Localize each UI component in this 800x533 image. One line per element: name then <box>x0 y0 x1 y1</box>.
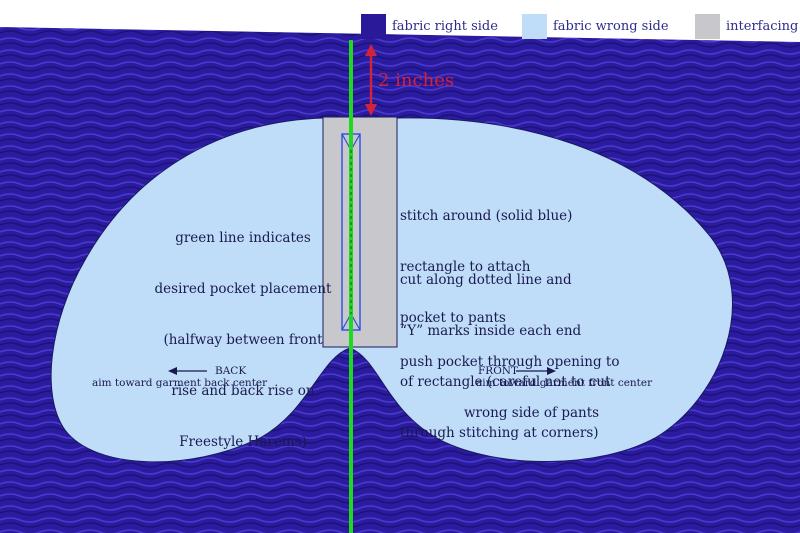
push-note: push pocket through opening to wrong sid… <box>400 320 619 456</box>
cut-note-line: “Y” marks inside each end <box>400 323 582 339</box>
measure-arrow-head-top <box>365 44 377 56</box>
cut-note: cut along dotted line and “Y” marks insi… <box>400 238 611 476</box>
legend-item-wrong-side: fabric wrong side <box>522 11 669 41</box>
measure-arrow-head-bottom <box>365 104 377 116</box>
push-note-line: wrong side of pants <box>464 405 600 421</box>
legend-item-right-side: fabric right side <box>361 11 498 41</box>
placement-note: green line indicates desired pocket plac… <box>150 196 336 485</box>
measurement-label: 2 inches <box>378 70 455 91</box>
legend-swatch-right-side <box>361 13 386 39</box>
placement-note-line: green line indicates <box>175 230 311 246</box>
push-note-line: push pocket through opening to <box>400 354 620 370</box>
front-arrow-head <box>547 367 556 375</box>
front-direction-title: FRONT <box>478 365 518 377</box>
front-direction-subtitle: aim toward garment front center <box>476 377 653 389</box>
stitch-note-line: stitch around (solid blue) <box>400 208 573 224</box>
legend-label-right-side: fabric right side <box>392 18 498 34</box>
stitch-note: stitch around (solid blue) rectangle to … <box>400 174 572 361</box>
back-arrow-head <box>168 367 177 375</box>
legend-label-wrong-side: fabric wrong side <box>553 18 669 34</box>
placement-note-line: desired pocket placement <box>154 281 332 297</box>
legend-swatch-wrong-side <box>522 13 547 39</box>
back-direction-title: BACK <box>215 365 247 377</box>
legend-label-interfacing: interfacing <box>726 18 799 34</box>
placement-note-line: Freestyle Harems) <box>179 434 307 450</box>
legend-swatch-interfacing <box>695 13 720 39</box>
cut-note-line: cut along dotted line and <box>400 272 572 288</box>
stitch-note-line: rectangle to attach <box>400 259 531 275</box>
cut-note-line: of rectangle (careful not to cut <box>400 374 611 390</box>
stitch-note-line: pocket to pants <box>400 310 506 326</box>
back-direction-subtitle: aim toward garment back center <box>92 377 268 389</box>
legend-item-interfacing: interfacing <box>695 11 798 41</box>
cut-note-line: through stitching at corners) <box>400 425 599 441</box>
placement-note-line: rise and back rise on <box>171 383 315 399</box>
placement-note-line: (halfway between front <box>163 332 323 348</box>
